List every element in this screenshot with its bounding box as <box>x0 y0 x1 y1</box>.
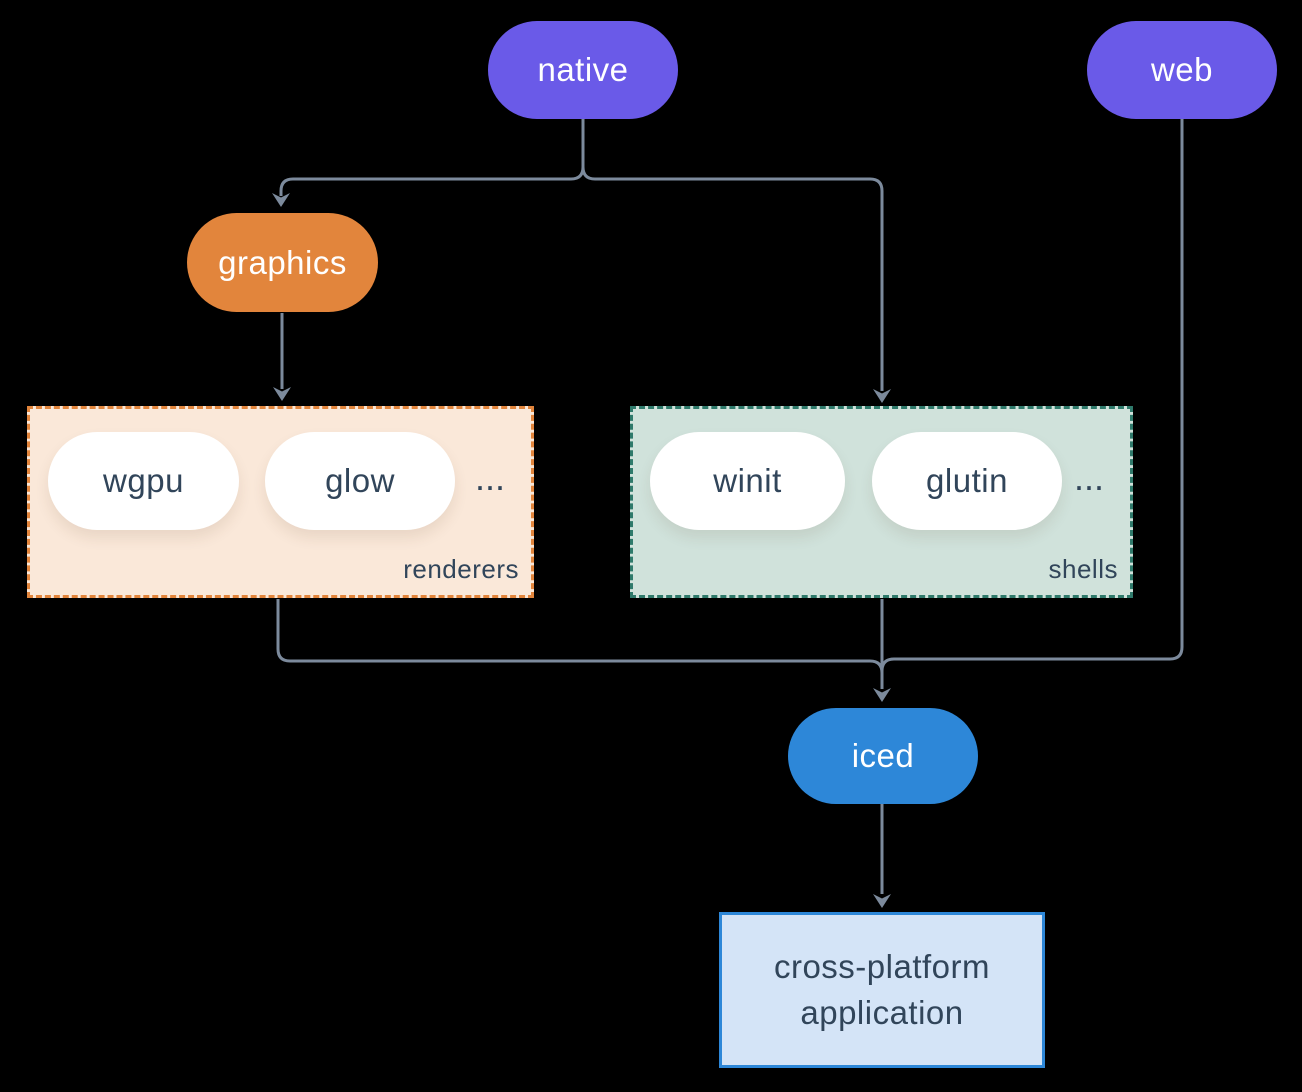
node-native-label: native <box>537 51 629 88</box>
group-shells: winit glutin ... shells <box>630 406 1133 598</box>
pill-wgpu: wgpu <box>48 432 239 530</box>
arrowhead-application <box>873 894 891 908</box>
renderers-ellipsis: ... <box>474 457 505 498</box>
pill-glow-label: glow <box>325 462 395 499</box>
node-graphics-label: graphics <box>218 243 347 281</box>
pill-winit-label: winit <box>713 462 782 499</box>
group-shells-label: shells <box>1048 554 1118 584</box>
edge-renderers-to-merge <box>276 599 884 674</box>
application-label-line1: cross-platform <box>773 948 991 985</box>
group-renderers: wgpu glow ... renderers <box>27 406 534 598</box>
pill-winit: winit <box>650 432 845 530</box>
node-web-label: web <box>1150 51 1214 88</box>
group-renderers-label: renderers <box>403 554 519 584</box>
node-web: web <box>1087 21 1277 119</box>
arrowhead-renderers <box>273 387 291 401</box>
edge-native-to-graphics <box>279 166 585 196</box>
node-iced-label: iced <box>851 737 915 774</box>
edge-native-to-shells <box>581 166 884 391</box>
node-native: native <box>488 21 678 119</box>
application-label-line2: application <box>800 994 964 1031</box>
pill-glow: glow <box>265 432 455 530</box>
node-graphics: graphics <box>187 213 378 312</box>
arrowhead-iced <box>873 688 891 702</box>
pill-glutin: glutin <box>872 432 1062 530</box>
node-iced: iced <box>788 708 978 804</box>
arrowhead-graphics <box>272 193 290 207</box>
shells-ellipsis: ... <box>1073 457 1104 498</box>
arrowhead-shells <box>873 389 891 403</box>
box-cross-platform-application: cross-platform application <box>719 912 1045 1068</box>
pill-wgpu-label: wgpu <box>103 462 184 499</box>
pill-glutin-label: glutin <box>926 462 1008 499</box>
